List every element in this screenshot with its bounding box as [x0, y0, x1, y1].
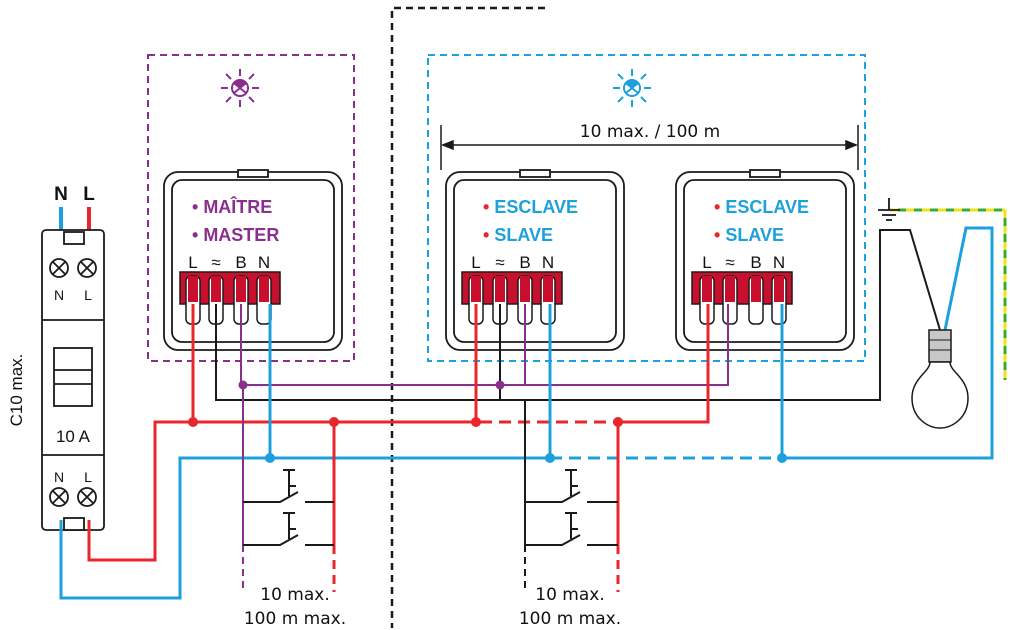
phase-junction-1 — [188, 417, 198, 427]
breaker-bottom-l: L — [84, 469, 92, 485]
slave1-term-b: B — [519, 253, 530, 272]
neutral-junction-2 — [545, 453, 555, 463]
slave1-line1: • ESCLAVE — [483, 197, 578, 217]
pushbutton-group-right — [524, 400, 620, 592]
bus-wire — [240, 304, 729, 386]
slave2-term-n: N — [773, 253, 785, 272]
slave2-terminal-block — [691, 271, 793, 325]
slave1-term-n: N — [542, 253, 554, 272]
master-term-tilde: ≈ — [211, 253, 220, 272]
load-wire — [215, 229, 941, 401]
slave1-term-l: L — [471, 253, 480, 272]
slave2-line2: • SLAVE — [714, 225, 784, 245]
master-light-icon — [221, 69, 259, 107]
pushbuttons-right-line1: 10 max. — [535, 585, 604, 605]
slave2-line1: • ESCLAVE — [714, 197, 809, 217]
slave2-term-l: L — [702, 253, 711, 272]
master-zone-box — [147, 54, 355, 362]
dimension-label: 10 max. / 100 m — [580, 122, 720, 142]
master-line1: • MAÎTRE — [192, 196, 272, 217]
slave2-phase-wire — [618, 304, 710, 424]
bus-junction-slave — [495, 380, 505, 390]
master-term-l: L — [188, 253, 197, 272]
slave1-term-tilde: ≈ — [495, 253, 504, 272]
master-term-b: B — [235, 253, 246, 272]
pushbuttons-right-line2: 100 m max. — [519, 609, 621, 629]
pushbuttons-left-line2: 100 m max. — [244, 609, 346, 629]
dimension-line — [440, 125, 859, 170]
slave-zone-box — [427, 54, 866, 362]
circuit-breaker — [41, 229, 105, 531]
neutral-feed-wire — [59, 456, 550, 600]
slave1-line2: • SLAVE — [483, 225, 553, 245]
breaker-rating: 10 A — [56, 427, 91, 446]
phase-junction-3 — [471, 417, 481, 427]
neutral-junction-3 — [777, 453, 787, 463]
supply-l-label: L — [83, 184, 95, 205]
phase-feed-wire — [87, 420, 480, 562]
breaker-bottom-n: N — [54, 469, 64, 485]
slave2-term-b: B — [750, 253, 761, 272]
pushbutton-group-left — [242, 385, 336, 592]
master-terminal-block — [179, 271, 281, 325]
slave2-term-tilde: ≈ — [725, 253, 734, 272]
earth-icon — [878, 198, 900, 221]
breaker-top-n: N — [54, 287, 64, 303]
breaker-side-label: C10 max. — [7, 354, 26, 427]
breaker-top-l: L — [84, 287, 92, 303]
slave2-neutral-wire — [780, 226, 994, 460]
neutral-junction-1 — [265, 453, 275, 463]
pushbuttons-left-line1: 10 max. — [260, 585, 329, 605]
slave-light-icon — [613, 69, 651, 107]
master-term-n: N — [258, 253, 270, 272]
master-line2: • MASTER — [192, 225, 279, 245]
supply-n-label: N — [54, 184, 68, 205]
lamp-icon — [911, 329, 969, 429]
